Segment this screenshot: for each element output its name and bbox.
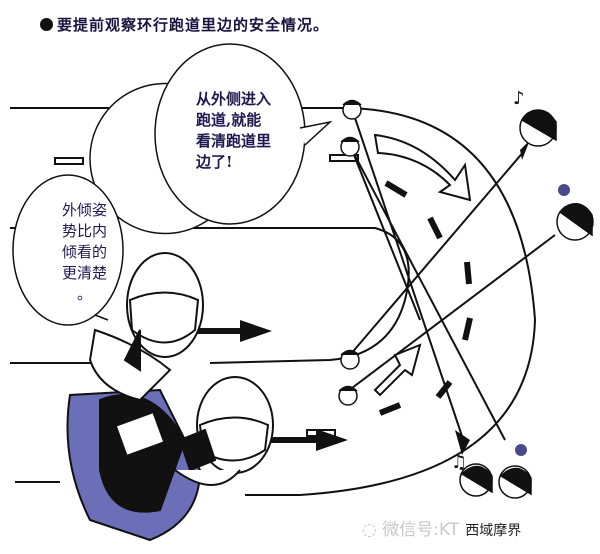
watermark-brand: 西域摩界 [465, 523, 522, 539]
wechat-icon: ◌ [362, 520, 377, 540]
bubble-line: 倾看的 [62, 243, 108, 261]
bubble-line: 看清跑道里 [196, 132, 272, 150]
watermark: ◌ 微信号:KT 西域摩界 [362, 515, 521, 540]
title-heading: 要提前观察环行跑道里边的安全情况。 [40, 14, 329, 35]
bubble-line: 从外侧进入 [196, 90, 272, 108]
bubble-line: 边了! [196, 153, 233, 171]
music-note-icon: ♫ [451, 452, 467, 473]
bubble-line: 跑道,就能 [196, 111, 262, 129]
bubble-line: 外倾姿 [62, 201, 108, 219]
bubble-line: 势比内 [62, 222, 108, 240]
bubble-outside-entry: 从外侧进入 跑道,就能 看清跑道里 边了! [196, 89, 271, 173]
music-note-icon: ♪ [513, 88, 525, 109]
bubble-line: 更清楚 [62, 264, 108, 282]
watermark-id: 微信号:KT [382, 520, 460, 540]
bubble-line: 。 [76, 285, 92, 303]
bubble-lean-posture: 外倾姿 势比内 倾看的 更清楚 。 [62, 200, 107, 305]
title-text: 要提前观察环行跑道里边的安全情况。 [57, 16, 330, 34]
bullet-icon [40, 18, 53, 31]
